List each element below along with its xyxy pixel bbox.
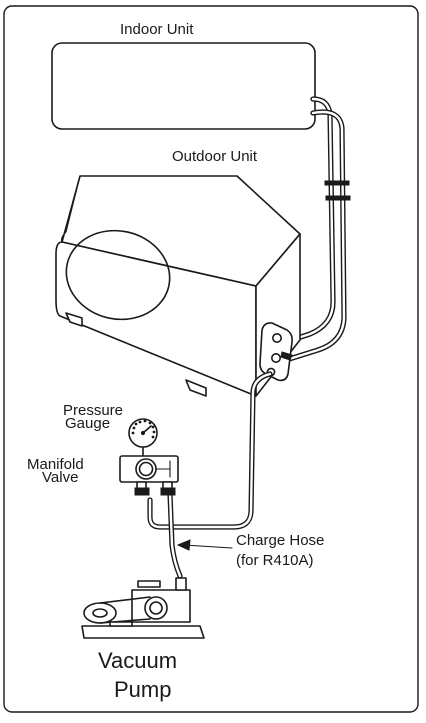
charge-hose: [147, 371, 273, 579]
manifold-label: Manifold: [27, 456, 84, 473]
outdoor-unit-label: Outdoor Unit: [172, 148, 258, 165]
pressure-gauge: [128, 418, 158, 457]
pressure-label: Pressure: [63, 402, 123, 419]
outdoor-unit: [55, 175, 301, 397]
indoor-unit-label: Indoor Unit: [120, 21, 194, 38]
manifold-valve: [119, 455, 179, 496]
vacuum-pump: [81, 577, 205, 639]
refrigerant-pipes: [279, 96, 351, 363]
for-r410a-label: (for R410A): [236, 552, 314, 569]
indoor-unit: [51, 42, 316, 130]
gauge-label: Gauge: [65, 415, 110, 432]
valve-label: Valve: [42, 469, 78, 486]
pump-label: Pump: [114, 677, 171, 702]
vacuum-label: Vacuum: [98, 648, 177, 673]
outer-frame: [3, 5, 419, 713]
charge-hose-label: Charge Hose: [236, 532, 324, 549]
